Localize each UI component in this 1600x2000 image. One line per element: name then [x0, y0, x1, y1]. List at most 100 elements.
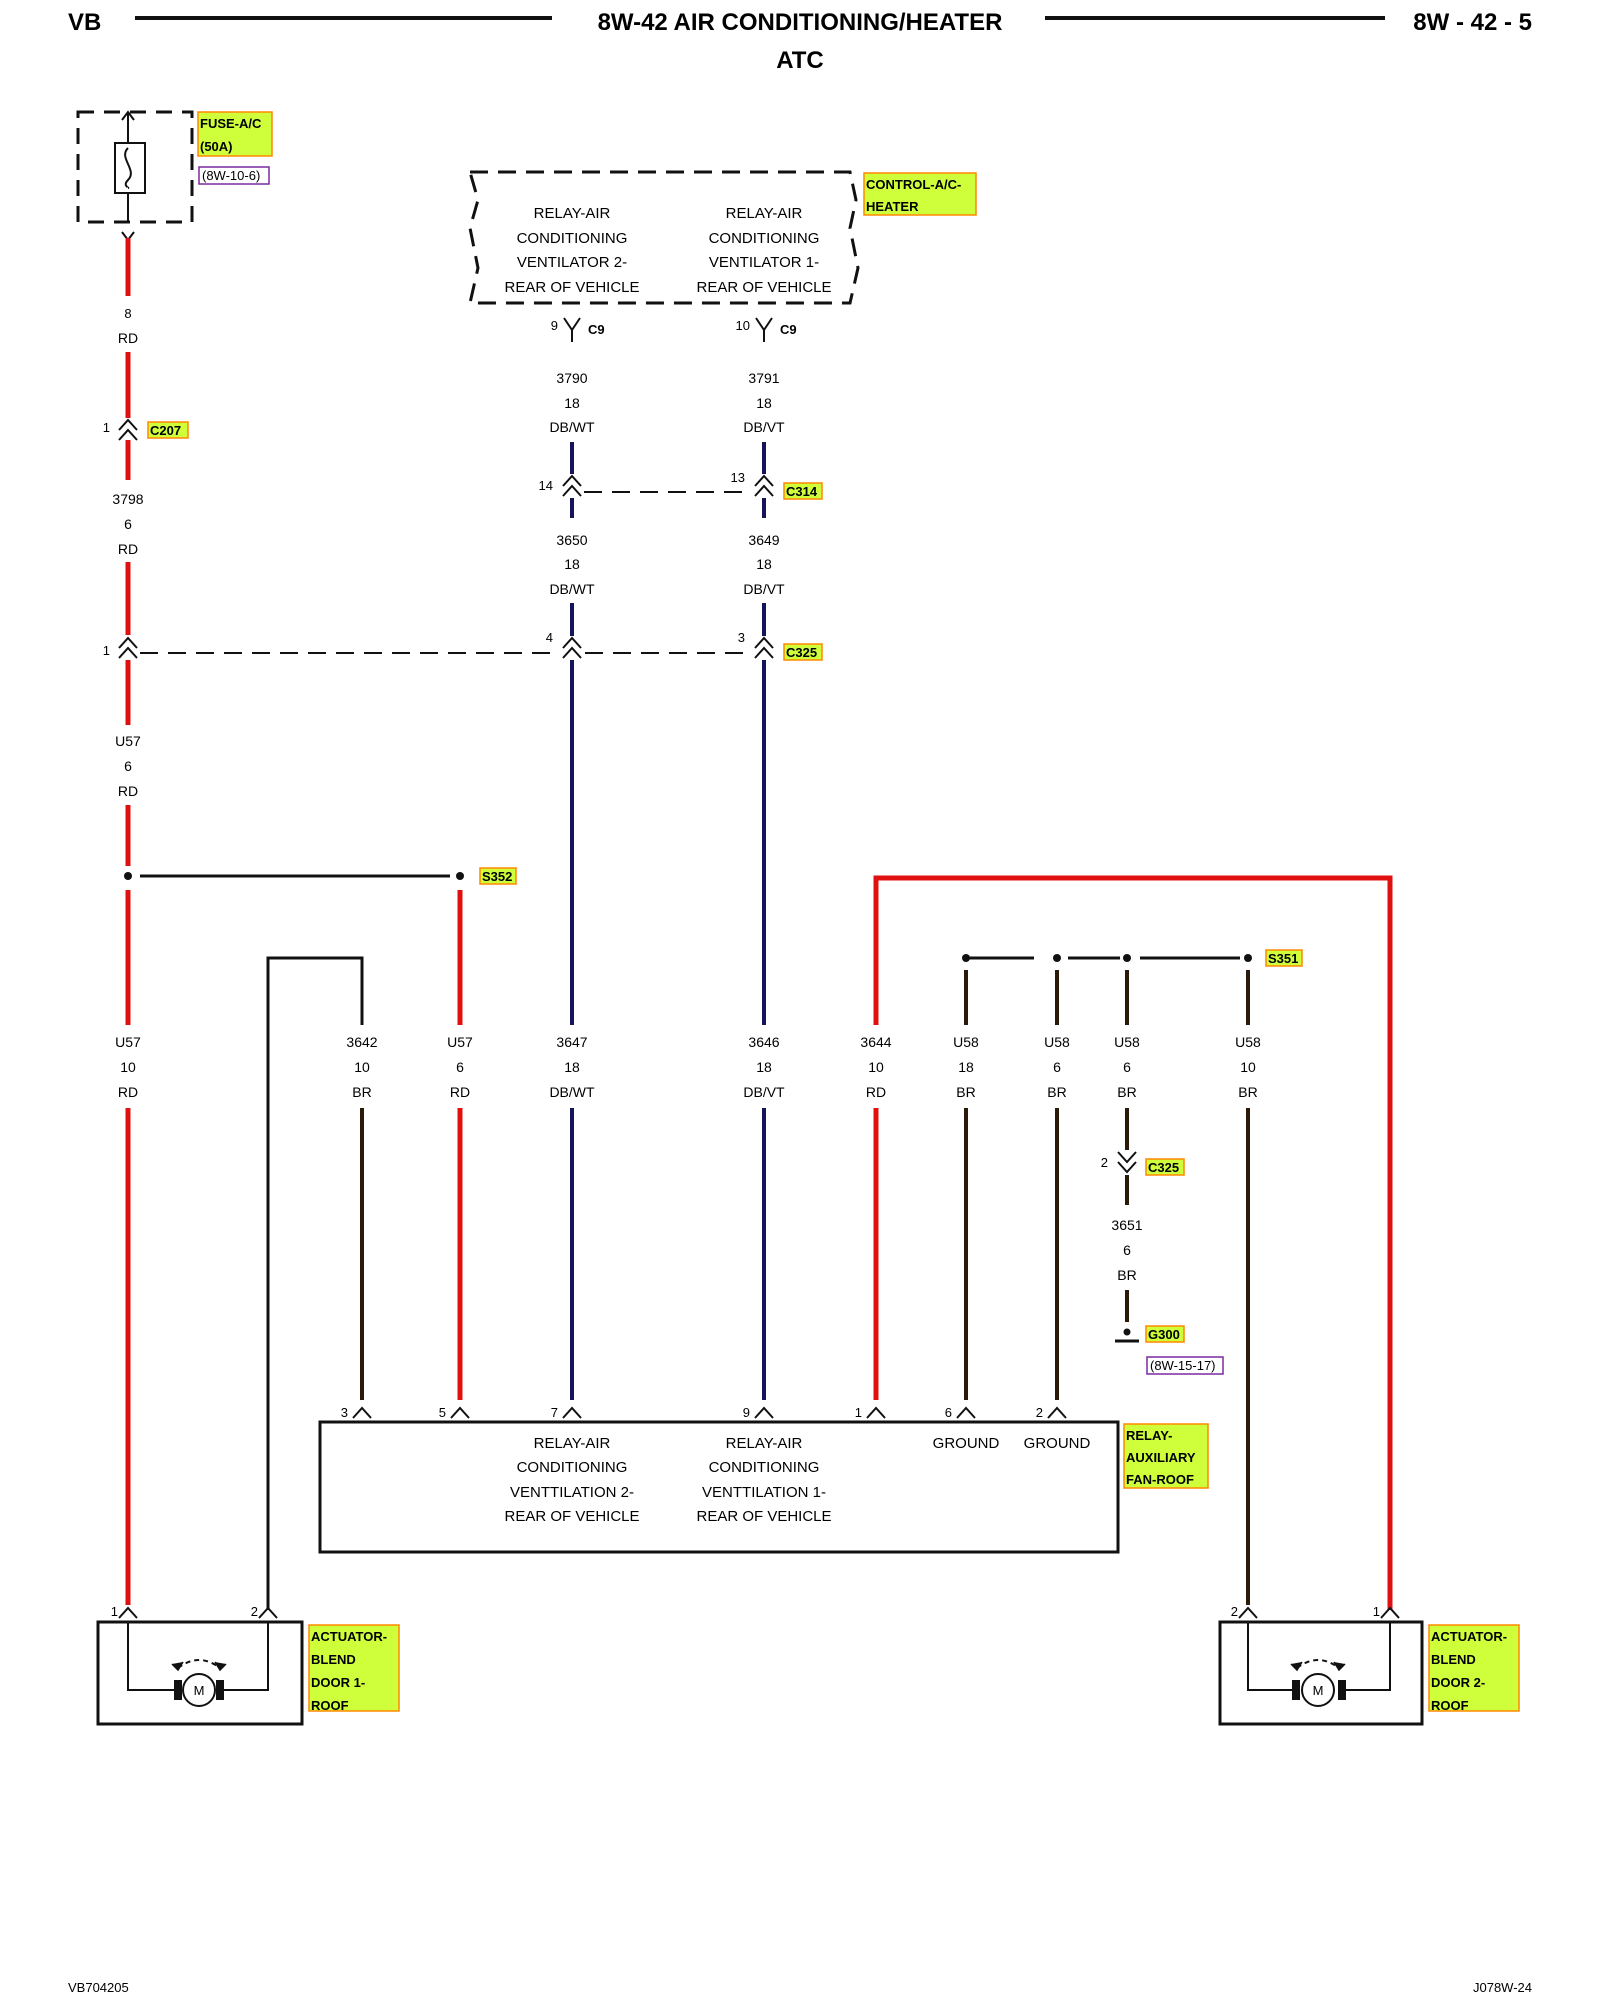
bw7-color: BR [1047, 1084, 1066, 1100]
fuse-rating: (50A) [200, 139, 233, 154]
bottom-wire-labels: U57 10 RD 3642 10 BR U57 6 RD 3647 18 DB… [115, 1034, 1261, 1100]
actuator1-pin1-icon [118, 1606, 138, 1619]
bw8-gauge: 6 [1123, 1059, 1131, 1075]
c9-pin9-icon [563, 317, 581, 342]
relay-label-3: FAN-ROOF [1126, 1472, 1194, 1487]
s352-highlight [479, 867, 517, 885]
w3650-circuit: 3650 [556, 532, 587, 548]
actuator1-label-1: ACTUATOR- [311, 1629, 387, 1644]
page-subtitle: ATC [776, 47, 824, 74]
w3651-color: BR [1117, 1267, 1136, 1283]
g300-highlight [1145, 1325, 1185, 1343]
s351-dot-1 [962, 954, 970, 962]
bw1-color: BR [352, 1084, 371, 1100]
motor2-brush-right [1338, 1680, 1346, 1700]
w3790-gauge: 18 [564, 395, 580, 411]
bw4-circuit: 3646 [748, 1034, 779, 1050]
relay-auxiliary-fan-roof: 3 5 7 9 1 6 2 RELAY-AIR CONDITIONING VEN… [318, 1405, 1209, 1554]
actuator2-pin2-icon [1238, 1606, 1258, 1619]
bw2-color: RD [450, 1084, 470, 1100]
relay-pin-label-2: 2 [1036, 1405, 1043, 1420]
actuator1-lead-left [127, 1622, 180, 1691]
w3650-gauge: 18 [564, 556, 580, 572]
bw5-gauge: 10 [868, 1059, 884, 1075]
w3791-color: DB/VT [743, 419, 785, 435]
actuator-blend-door-1-roof: 1 2 M ACTUATOR- BLEND DOOR 1- ROOF [96, 1604, 400, 1726]
wU57-6-color: RD [118, 783, 138, 799]
fuse-label: FUSE-A/C [200, 116, 262, 131]
arrow2-head-left-icon [1290, 1661, 1303, 1672]
bw4-color: DB/VT [743, 1084, 785, 1100]
s351-dot-4 [1244, 954, 1252, 962]
relay-pin3-icon [352, 1406, 372, 1419]
fuse-block-outline [76, 110, 194, 224]
c314-pin13: 13 [731, 470, 745, 485]
s351-dot-3 [1123, 954, 1131, 962]
actuator2-lead-left [1247, 1622, 1298, 1691]
fuse-ref-link[interactable]: (8W-10-6) [202, 168, 260, 183]
s352-label: S352 [482, 869, 512, 884]
control-pin-a-line4: REAR OF VEHICLE [504, 279, 639, 296]
control-pin-a-line3: VENTILATOR 2- [517, 254, 627, 271]
c9-label-a: C9 [588, 322, 605, 337]
left-red-chain: 8 RD 1 C207 3798 6 RD 1 U57 6 RD [103, 238, 189, 1025]
c325-pin3-icon [754, 636, 774, 659]
actuator1-label-highlight [308, 1624, 400, 1712]
relay-pin2-icon [1047, 1406, 1067, 1419]
relay-pin9-icon [754, 1406, 774, 1419]
s352-splice: S352 [140, 867, 517, 1025]
c207-connector-icon [118, 418, 138, 441]
c325-pin3: 3 [738, 630, 745, 645]
ground-g300: 2 C325 3651 6 BR G300 (8W-15-17) [1101, 1151, 1224, 1375]
control-pin-b-line2: CONDITIONING [709, 230, 820, 247]
actuator2-pin1: 1 [1373, 1604, 1380, 1619]
w3798-gauge: 6 [124, 516, 132, 532]
w3790-color: DB/WT [549, 419, 595, 435]
page-number: 8W - 42 - 5 [1413, 9, 1532, 36]
relay-pin7-desc-2: CONDITIONING [517, 1459, 628, 1476]
lower-wires [125, 1108, 1250, 1605]
control-label: CONTROL-A/C- [866, 177, 961, 192]
w3649-color: DB/VT [743, 581, 785, 597]
actuator1-pin1: 1 [111, 1604, 118, 1619]
w3651-circuit: 3651 [1111, 1217, 1142, 1233]
relay-pin9-desc-2: CONDITIONING [709, 1459, 820, 1476]
ground-dot [1123, 1328, 1131, 1336]
c314-pin14-icon [562, 474, 582, 497]
ground-ref-link[interactable]: (8W-15-17) [1150, 1358, 1216, 1373]
bw7-circuit: U58 [1044, 1034, 1070, 1050]
c325-pin4-icon [562, 636, 582, 659]
relay-pin7-desc-4: REAR OF VEHICLE [504, 1508, 639, 1525]
motor-brush-right [216, 1680, 224, 1700]
fuse-label-highlight [197, 111, 273, 157]
s352-dot [456, 872, 464, 880]
actuator2-label-highlight [1428, 1624, 1520, 1712]
c325-pin2-connector-icon [1117, 1151, 1137, 1174]
page-header: VB 8W-42 AIR CONDITIONING/HEATER 8W - 42… [68, 9, 1532, 74]
c9-connector: 9 C9 10 C9 [551, 317, 797, 342]
bw4-gauge: 18 [756, 1059, 772, 1075]
motor-brush-left [174, 1680, 182, 1700]
c325-pin2-highlight [1145, 1158, 1185, 1176]
motor2-icon [1301, 1673, 1335, 1707]
w3791-gauge: 18 [756, 395, 772, 411]
bw9-color: BR [1238, 1084, 1257, 1100]
s351-dot-2 [1053, 954, 1061, 962]
motor2-symbol: M [1313, 1683, 1324, 1698]
w3651-gauge: 6 [1123, 1242, 1131, 1258]
wire-fuse-color: RD [118, 330, 138, 346]
relay-pin9-desc-1: RELAY-AIR [726, 1435, 803, 1452]
s351-highlight [1265, 949, 1303, 967]
c207-highlight [147, 421, 189, 439]
c9-pin9: 9 [551, 318, 558, 333]
bw2-circuit: U57 [447, 1034, 473, 1050]
bw0-circuit: U57 [115, 1034, 141, 1050]
relay-pin7-icon [562, 1406, 582, 1419]
wire-3642-loop [266, 956, 364, 1610]
relay-label-1: RELAY- [1126, 1428, 1172, 1443]
blue-wire-upper: 3790 18 DB/WT 3791 18 DB/VT 14 13 C314 3… [539, 370, 823, 1025]
bw9-gauge: 10 [1240, 1059, 1256, 1075]
w3650-color: DB/WT [549, 581, 595, 597]
wU57-6-circuit: U57 [115, 733, 141, 749]
c314-pin13-icon [754, 474, 774, 497]
